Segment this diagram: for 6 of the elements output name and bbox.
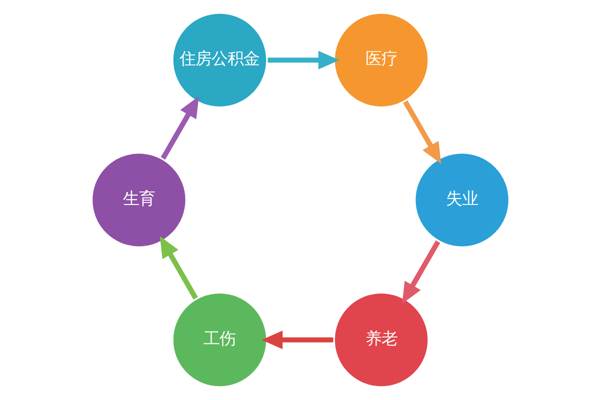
arrow: [261, 330, 333, 350]
arrow: [159, 236, 198, 300]
arrow: [160, 96, 198, 160]
arrow: [267, 50, 339, 70]
arrow: [402, 240, 440, 304]
arrow: [402, 100, 441, 164]
